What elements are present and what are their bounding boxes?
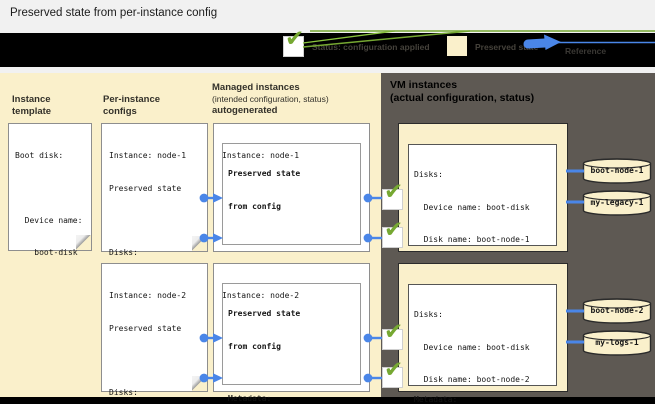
check-icon: ✔: [384, 179, 404, 205]
legend-check-label: Status: configuration applied: [312, 42, 430, 52]
legend-preserved-label: Preserved state: [475, 42, 539, 52]
cylinder-icon: [582, 330, 652, 356]
status-check-badge-node-2-disk: ✔: [382, 321, 403, 350]
vm-instance-node-1: node-1 Disks: Device name: boot-disk Dis…: [398, 123, 568, 404]
check-icon: ✔: [285, 26, 305, 52]
managed-preserved-state-box-node-1: Preserved state from config Disks: Devic…: [222, 143, 361, 403]
cylinder-icon: [582, 298, 652, 324]
instance-template-box: Boot disk: Device name: boot-disk: [8, 123, 92, 257]
legend-reference-label: Reference: [565, 46, 607, 56]
column-header-vm-instances: VM instances (actual configuration, stat…: [390, 79, 535, 104]
vm-instance-node-2: node-2 Disks: Device name: boot-disk Dis…: [398, 263, 568, 392]
disk-cylinder-my-logs-1: my-logs-1: [582, 329, 652, 357]
bottom-strip: [0, 397, 655, 404]
status-check-badge-node-2-metadata: ✔: [382, 359, 403, 388]
managed-instance-node-1: Instance: node-1 Preserved state from co…: [213, 123, 370, 403]
cylinder-icon: [582, 158, 652, 184]
page-title: Preserved state from per-instance config: [10, 7, 218, 19]
per-instance-config-node-2: Instance: node-2 Preserved state Disks: …: [101, 263, 208, 397]
managed-preserved-state-box-node-2: Preserved state from config Disks: Devic…: [222, 283, 361, 385]
disk-cylinder-boot-node-1: boot-node-1: [582, 157, 652, 185]
vm-config-box-node-2: Disks: Device name: boot-disk Disk name:…: [408, 284, 557, 386]
status-check-badge-node-1-disk: ✔: [382, 181, 403, 210]
column-header-per-instance-configs: Per-instance configs: [103, 94, 161, 117]
column-header-managed-instances: Managed instances (intended configuratio…: [212, 82, 329, 116]
check-icon: ✔: [384, 217, 404, 243]
disk-cylinder-my-legacy-1: my-legacy-1: [582, 189, 652, 217]
column-header-instance-template: Instance template: [12, 94, 52, 117]
cylinder-icon: [582, 190, 652, 216]
disk-cylinder-boot-node-2: boot-node-2: [582, 297, 652, 325]
per-instance-config-node-1: Instance: node-1 Preserved state Disks: …: [101, 123, 208, 385]
legend-preserved-swatch: [447, 36, 467, 56]
check-icon: ✔: [384, 357, 404, 383]
check-icon: ✔: [384, 319, 404, 345]
vm-config-box-node-1: Disks: Device name: boot-disk Disk name:…: [408, 144, 557, 404]
managed-instance-node-2: Instance: node-2 Preserved state from co…: [213, 263, 370, 392]
status-check-badge-node-1-metadata: ✔: [382, 219, 403, 248]
legend-check-badge: ✔: [283, 28, 304, 57]
